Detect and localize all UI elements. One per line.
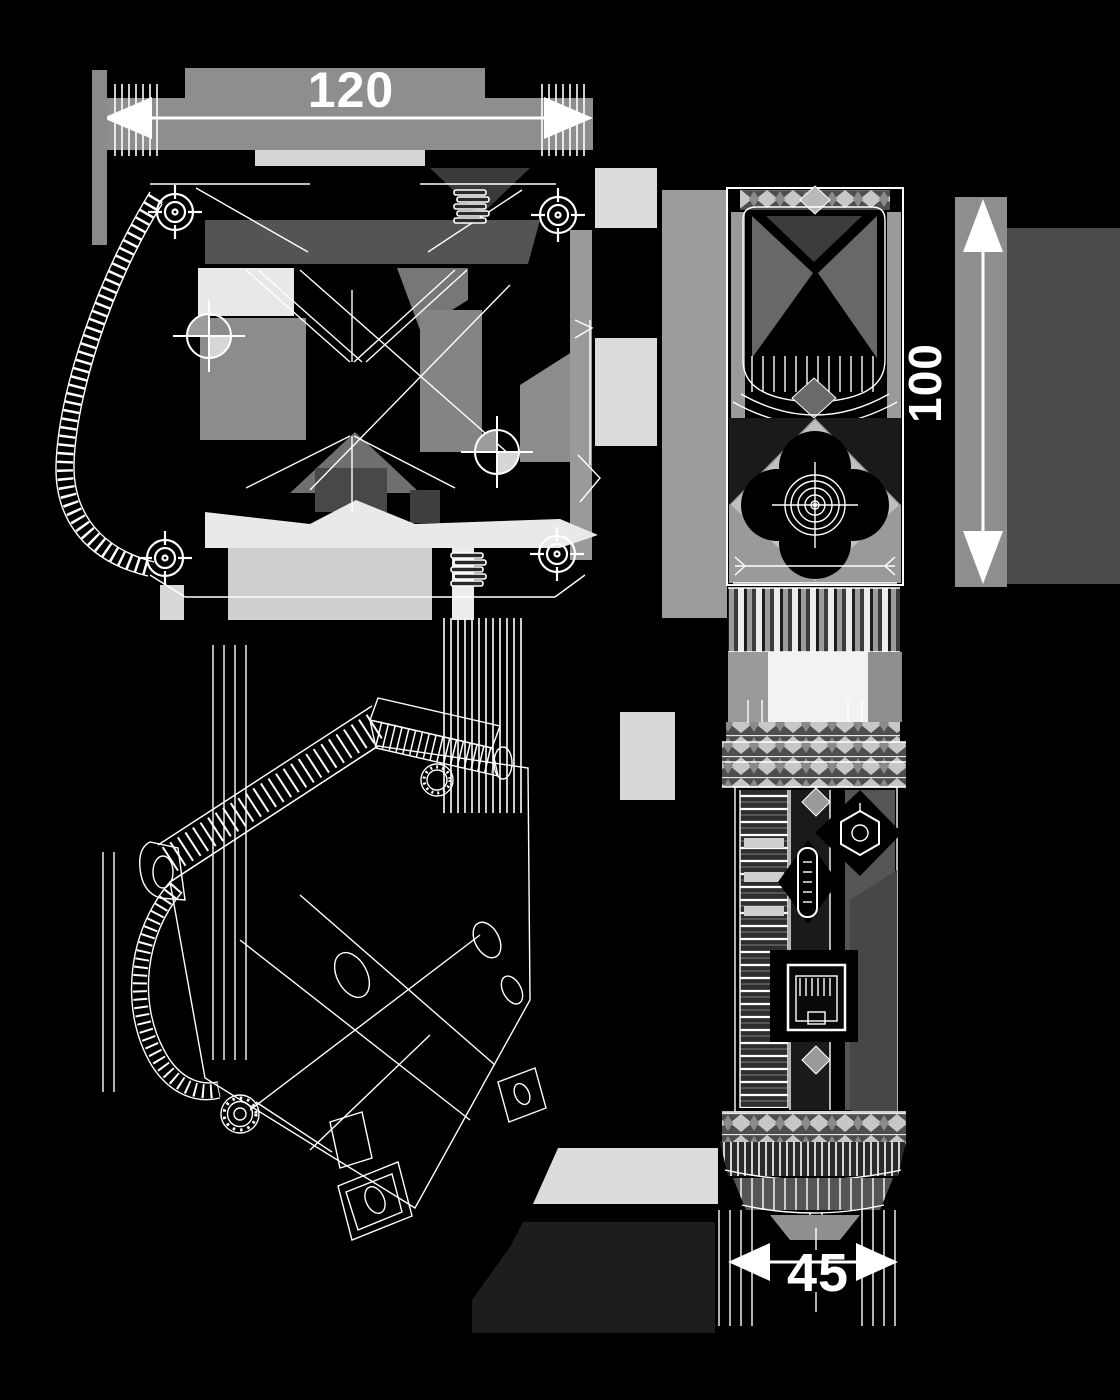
dim-height-label: 100 <box>899 343 951 423</box>
rear-view <box>720 722 906 1240</box>
arrow-down-icon <box>963 531 1003 584</box>
side-view <box>662 185 1120 618</box>
dim-width-label: 120 <box>308 62 394 118</box>
dim-width: 120 <box>103 62 593 156</box>
dim-depth-label: 45 <box>787 1243 849 1303</box>
dim-height: 100 <box>899 197 1007 587</box>
arrow-right-icon <box>856 1243 898 1281</box>
iso-top-rail <box>369 697 513 797</box>
iso-knob <box>220 1094 333 1153</box>
spring-top <box>453 189 490 224</box>
bottom-light-band <box>205 500 598 548</box>
x-rib-pattern <box>245 269 511 512</box>
arrow-up-icon <box>963 199 1003 252</box>
spring-bottom <box>450 552 487 587</box>
iso-left-arm <box>139 705 383 901</box>
arrow-right-icon <box>544 97 593 139</box>
hex-nut <box>815 790 902 876</box>
heatsink-fins <box>739 790 789 1108</box>
isometric-view <box>100 618 675 1241</box>
top-bar <box>205 220 540 264</box>
front-view <box>55 70 657 620</box>
knurled-base <box>720 1111 906 1240</box>
iso-x-ribs <box>239 894 496 1151</box>
arrow-left-icon <box>103 97 152 139</box>
concentric-target <box>772 462 858 548</box>
dim-depth: 45 <box>716 1210 901 1326</box>
inner-slot <box>742 206 886 419</box>
lower-target-panel <box>729 418 901 584</box>
pole-connector <box>728 587 902 722</box>
ground-shadows <box>472 1148 718 1333</box>
iso-clamp-jaw <box>130 881 221 1101</box>
usb-slot <box>778 840 838 924</box>
ethernet-port <box>770 950 858 1042</box>
arrow-left-icon <box>728 1243 770 1281</box>
iso-feet <box>329 1067 547 1241</box>
mounting-strap <box>55 191 163 577</box>
